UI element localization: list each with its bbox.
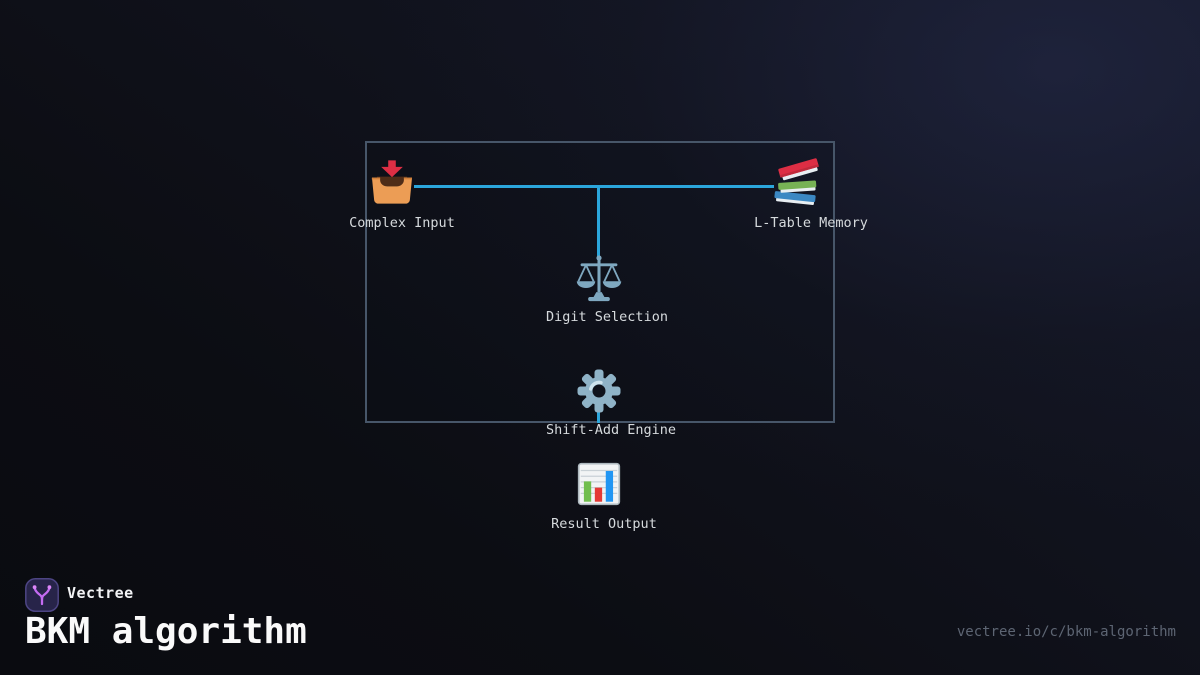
books-icon (770, 158, 824, 213)
node-l-table-memory[interactable] (770, 157, 824, 209)
page-title: BKM algorithm (25, 611, 307, 652)
node-label-l-table-memory: L-Table Memory (754, 215, 868, 231)
inbox-tray-icon (366, 160, 418, 212)
node-label-digit-selection: Digit Selection (546, 309, 668, 325)
edge-engine-to-output (597, 408, 600, 423)
node-digit-selection[interactable] (573, 253, 625, 303)
vectree-logo-icon (25, 578, 59, 616)
edge-branch-to-digit-selection (597, 185, 600, 260)
node-label-result-output: Result Output (551, 516, 657, 532)
gear-icon (575, 369, 623, 419)
brand-name: Vectree (67, 584, 134, 602)
balance-scale-icon (573, 255, 625, 307)
node-result-output[interactable] (574, 459, 624, 509)
node-label-shift-add-engine: Shift-Add Engine (545, 422, 677, 438)
node-complex-input[interactable] (366, 156, 418, 208)
node-label-complex-input: Complex Input (349, 215, 455, 231)
edge-input-to-memory (414, 185, 774, 188)
vectree-logo[interactable] (25, 578, 59, 612)
node-shift-add-engine[interactable] (575, 367, 623, 415)
bar-chart-icon (574, 462, 624, 513)
share-url: vectree.io/c/bkm-algorithm (956, 624, 1176, 640)
